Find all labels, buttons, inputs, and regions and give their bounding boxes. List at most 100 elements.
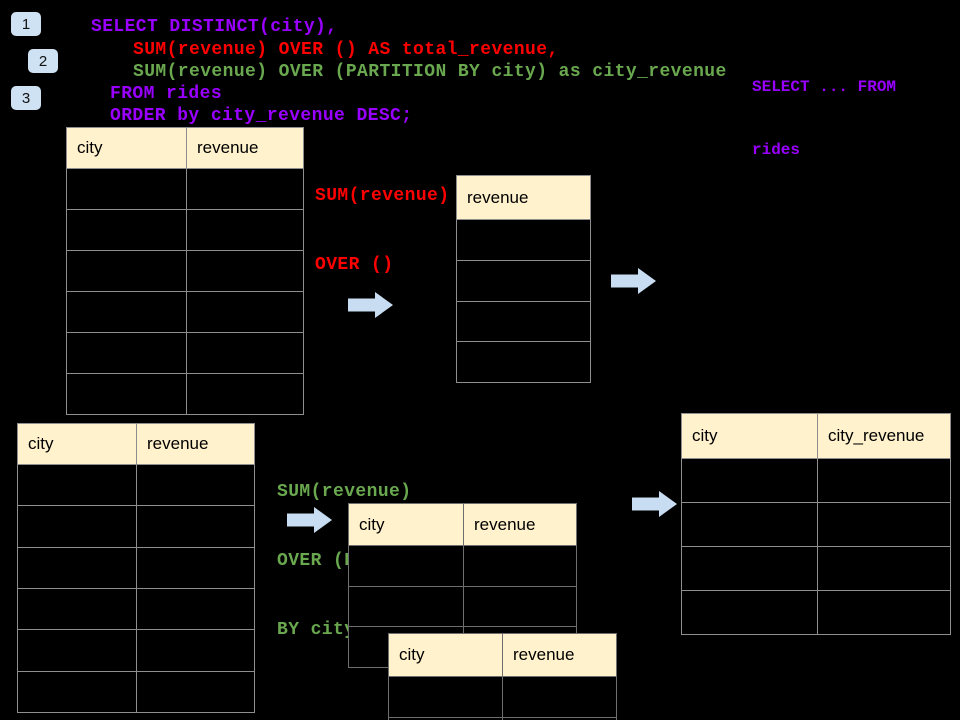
table-cell-empty	[18, 465, 137, 506]
table-cell-empty	[457, 261, 590, 301]
table-row	[67, 209, 303, 250]
column-header-city: city	[682, 414, 818, 458]
side-note-line: SELECT ... FROM	[752, 78, 897, 96]
table-cell-empty	[682, 503, 818, 546]
table-row	[67, 332, 303, 373]
sql-line-sum-partition: SUM(revenue) OVER (PARTITION BY city) as…	[133, 62, 727, 82]
table-cell-empty	[187, 251, 303, 291]
annotation-line: OVER ()	[315, 255, 394, 275]
table-header-row: revenue	[457, 176, 590, 220]
step-badge-1: 1	[11, 12, 41, 36]
table-cell-empty	[137, 589, 254, 629]
table-row	[18, 546, 254, 588]
annotation-sum-over-total: SUM(revenue) OVER ()	[315, 139, 449, 323]
table-row	[457, 220, 590, 260]
table-cell-empty	[682, 591, 818, 634]
column-header-revenue: revenue	[197, 138, 259, 157]
table-cell-empty	[818, 503, 950, 546]
table-cell-empty	[18, 547, 137, 588]
table-cell-empty	[682, 547, 818, 590]
table-total-revenue-result: revenue	[456, 175, 591, 383]
sql-line-select: SELECT DISTINCT(city),	[91, 17, 338, 37]
table-header-row: city revenue	[389, 634, 616, 677]
table-body	[67, 169, 303, 414]
table-row	[457, 341, 590, 382]
table-cell-empty	[464, 546, 576, 586]
table-cell-empty	[349, 586, 464, 627]
table-row	[18, 587, 254, 630]
table-header-row: city revenue	[349, 504, 576, 546]
table-row	[457, 259, 590, 301]
table-header-row: city city_revenue	[682, 414, 950, 459]
table-row	[18, 670, 254, 712]
table-cell-empty	[18, 630, 137, 671]
table-cell-empty	[137, 630, 254, 670]
table-row	[349, 546, 576, 586]
table-cell-empty	[389, 718, 503, 720]
column-header-city: city	[67, 128, 187, 168]
table-cell-empty	[18, 588, 137, 630]
table-header-row: city revenue	[18, 424, 254, 465]
table-row	[67, 291, 303, 332]
table-row	[67, 250, 303, 291]
step-badge-3: 3	[11, 86, 41, 110]
sql-line-from: FROM rides	[110, 84, 223, 104]
table-cell-empty	[187, 292, 303, 332]
side-note-line: rides	[752, 141, 801, 159]
table-row	[389, 677, 616, 717]
sql-line-order: ORDER by city_revenue DESC;	[110, 106, 413, 126]
table-cell-empty	[503, 677, 616, 717]
table-row	[67, 169, 303, 209]
table-cell-empty	[187, 333, 303, 373]
table-body	[457, 220, 590, 382]
table-row	[67, 373, 303, 414]
column-header-revenue: revenue	[513, 645, 575, 664]
table-cell-empty	[818, 591, 950, 634]
table-cell-empty	[137, 548, 254, 588]
column-header-city: city	[18, 424, 137, 464]
right-arrow-icon	[287, 507, 332, 533]
table-cell-empty	[18, 671, 137, 712]
table-cell-empty	[18, 506, 137, 547]
column-header-city-revenue: city_revenue	[828, 426, 925, 445]
table-row	[18, 505, 254, 547]
table-partition-overlay: city revenue	[388, 633, 617, 720]
table-body	[18, 465, 254, 712]
table-cell-empty	[137, 672, 254, 712]
right-arrow-icon	[348, 292, 393, 318]
annotation-line: SUM(revenue)	[277, 482, 412, 502]
table-cell-empty	[349, 546, 464, 586]
table-row	[682, 459, 950, 502]
table-row	[18, 629, 254, 671]
table-city-revenue-result: city city_revenue	[681, 413, 951, 635]
table-cell-empty	[457, 220, 590, 260]
table-cell-empty	[457, 302, 590, 342]
table-cell-empty	[457, 342, 590, 382]
table-cell-empty	[187, 169, 303, 209]
table-cell-empty	[67, 169, 187, 209]
table-cell-empty	[67, 210, 187, 250]
table-cell-empty	[818, 459, 950, 502]
table-cell-empty	[137, 506, 254, 546]
column-header-revenue: revenue	[467, 187, 529, 207]
table-cell-empty	[67, 251, 187, 291]
column-header-revenue: revenue	[147, 434, 209, 453]
right-arrow-icon	[611, 268, 656, 294]
side-note-select-from: SELECT ... FROM rides	[752, 35, 896, 203]
table-cell-empty	[187, 374, 303, 414]
table-row	[682, 502, 950, 546]
sql-line-sum-total: SUM(revenue) OVER () AS total_revenue,	[133, 40, 559, 60]
column-header-city: city	[389, 634, 503, 676]
table-row	[389, 717, 616, 720]
table-cell-empty	[67, 292, 187, 332]
table-cell-empty	[818, 547, 950, 590]
table-cell-empty	[137, 465, 254, 505]
table-source-bottom: city revenue	[17, 423, 255, 713]
column-header-revenue: revenue	[474, 514, 536, 534]
step-badge-2: 2	[28, 49, 58, 73]
table-body	[389, 677, 616, 720]
table-row	[349, 585, 576, 627]
table-body	[682, 459, 950, 634]
table-cell-empty	[682, 459, 818, 502]
